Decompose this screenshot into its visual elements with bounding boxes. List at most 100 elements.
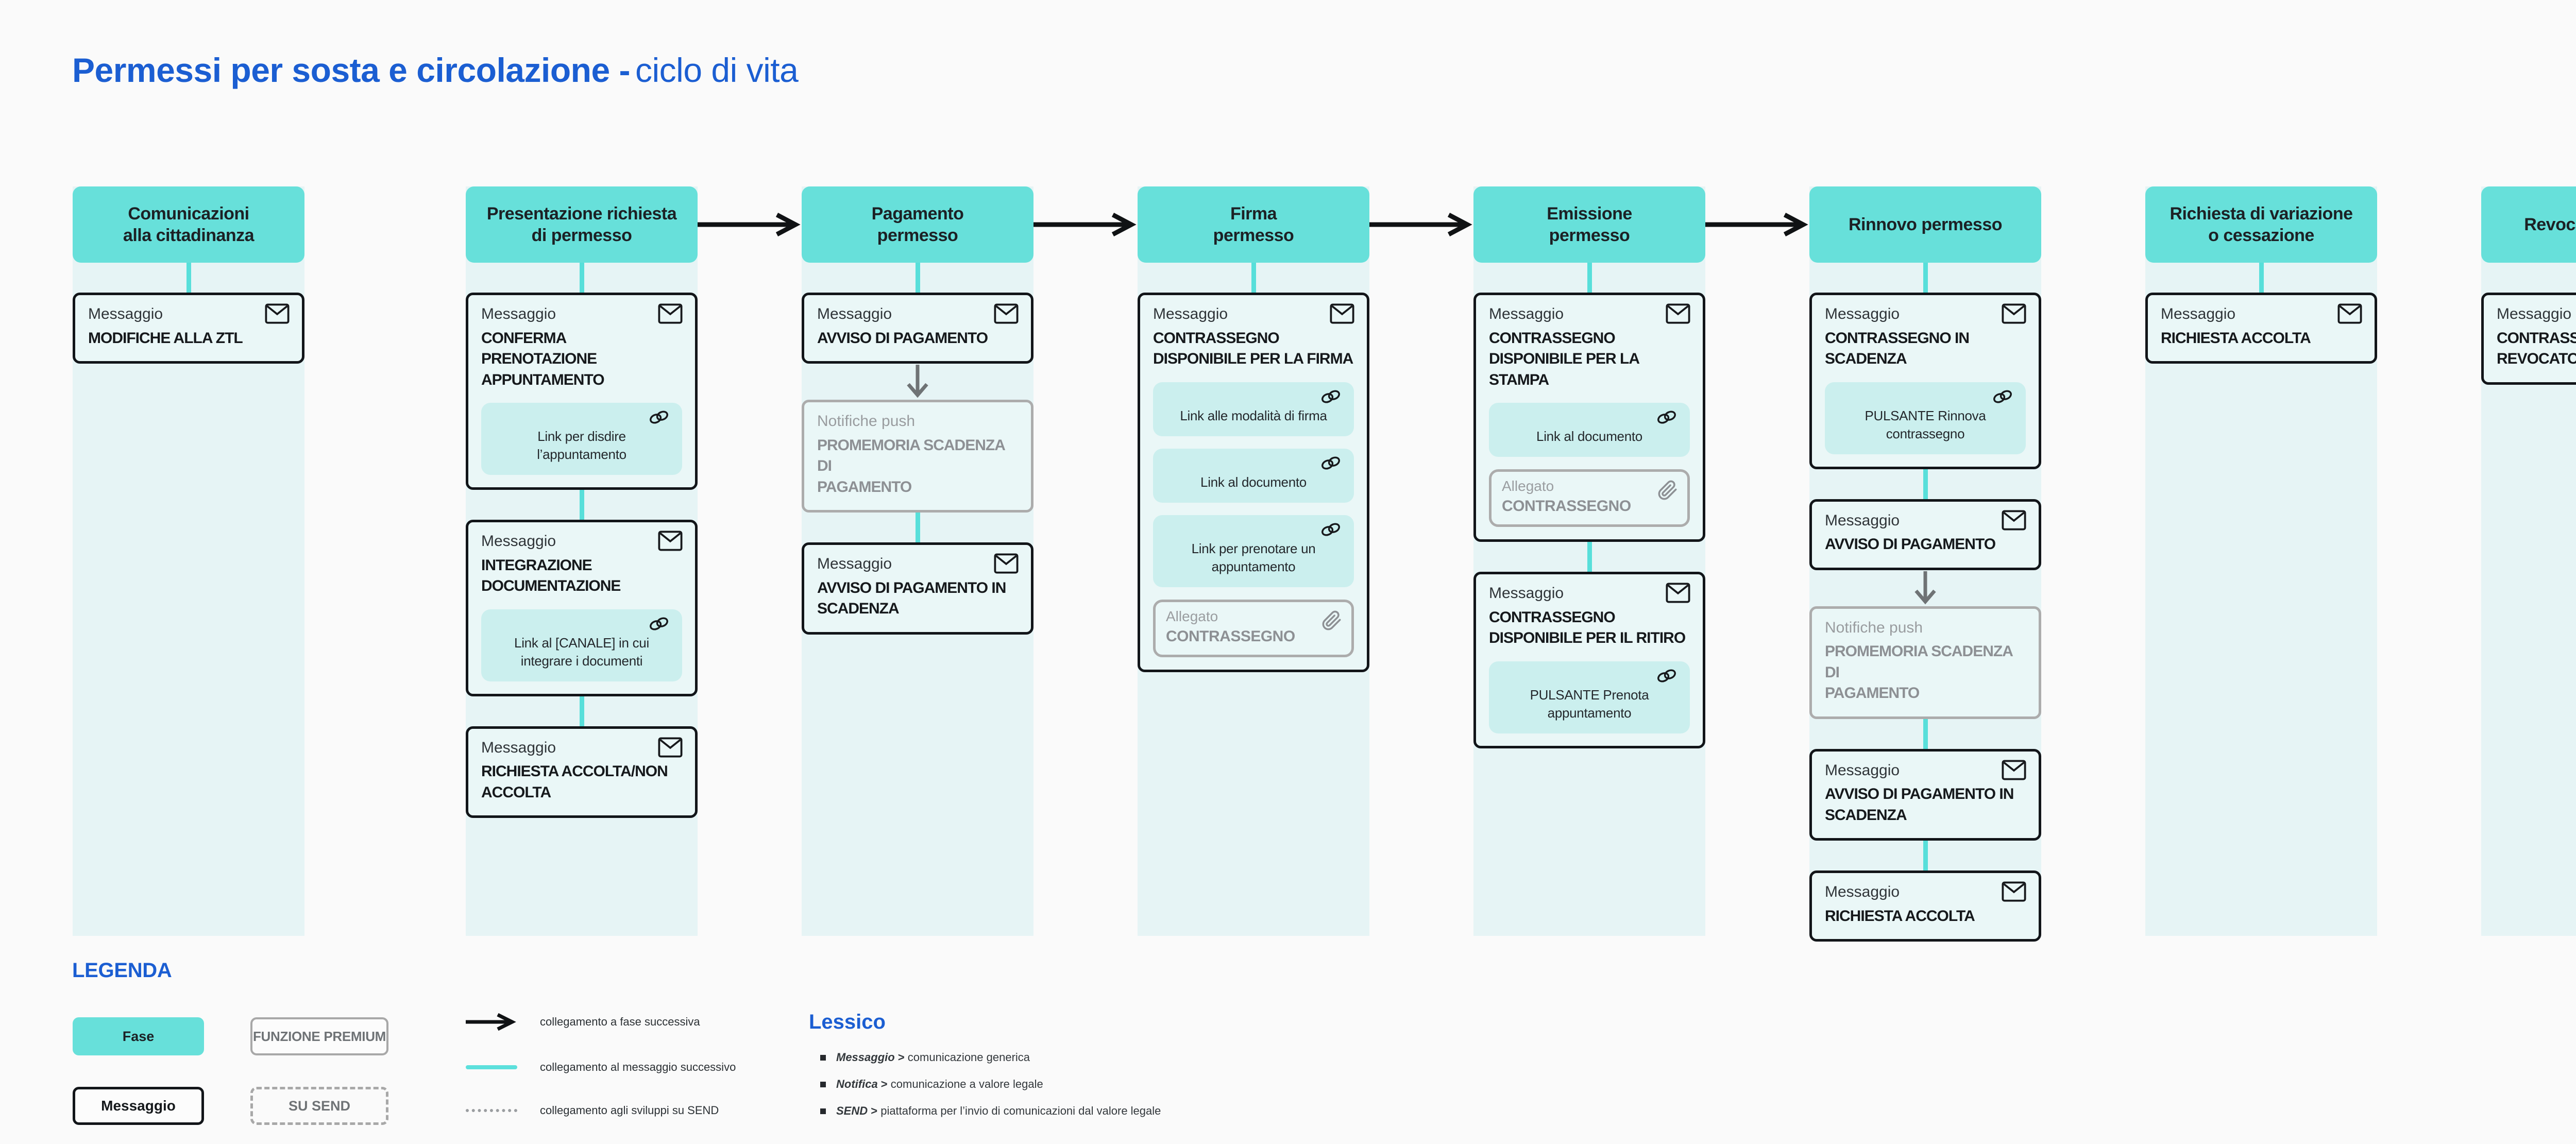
- envelope-icon: [265, 303, 290, 324]
- message-connector-line: [2259, 263, 2264, 293]
- lessico-term: SEND: [836, 1104, 868, 1117]
- message-title: RICHIESTA ACCOLTA/NON ACCOLTA: [481, 763, 668, 801]
- link-icon: [647, 614, 671, 633]
- message-title: AVVISO DI PAGAMENTO IN SCADENZA: [1825, 786, 2014, 824]
- next-phase-arrow-icon: [698, 212, 802, 237]
- lessico-separator: >: [894, 1051, 908, 1064]
- lessico-text: SEND > piattaforma per l’invio di comuni…: [836, 1104, 1161, 1118]
- lessico-title: Lessico: [809, 1011, 886, 1033]
- link-chip: PULSANTE Prenota appuntamento: [1489, 661, 1690, 733]
- legend-black-arrow-icon: [466, 1013, 523, 1031]
- box-type-label: Notifiche push: [1825, 619, 1923, 636]
- message-title: CONTRASSEGNO DISPONIBILE PER LA FIRMA: [1153, 329, 1353, 368]
- message-title: RICHIESTA ACCOLTA: [2161, 329, 2311, 347]
- dotted-line: [466, 1109, 517, 1112]
- lessico-definition: piattaforma per l’invio di comunicazioni…: [880, 1104, 1161, 1117]
- message-connector-line: [579, 696, 584, 726]
- message-title: CONTRASSEGNO DISPONIBILE PER IL RITIRO: [1489, 608, 1686, 647]
- legend-connection-row: collegamento a fase successiva: [466, 1011, 700, 1033]
- box-type-label: Notifiche push: [817, 413, 916, 430]
- link-icon: [1991, 387, 2014, 406]
- phase-header: Pagamento permesso: [802, 186, 1033, 263]
- legend-teal-line-icon: [466, 1065, 523, 1069]
- envelope-icon: [658, 737, 683, 758]
- lessico-term: Notifica: [836, 1078, 878, 1090]
- message-title: AVVISO DI PAGAMENTO: [1825, 536, 1996, 553]
- paperclip-icon: [1321, 608, 1342, 633]
- envelope-icon: [1330, 303, 1354, 324]
- message-title: CONTRASSEGNO IN SCADENZA: [1825, 329, 1970, 368]
- page-title-sub: ciclo di vita: [635, 51, 799, 89]
- message-connector-line: [1923, 263, 1928, 293]
- phase-header: Comunicazioni alla cittadinanza: [73, 186, 304, 263]
- link-chip: Link al documento: [1153, 448, 1354, 503]
- message-title: AVVISO DI PAGAMENTO IN SCADENZA: [817, 579, 1006, 618]
- link-chip: Link al documento: [1489, 403, 1690, 457]
- envelope-icon: [658, 303, 683, 324]
- lessico-term: Messaggio: [836, 1051, 895, 1064]
- envelope-icon: [2002, 881, 2026, 902]
- lessico-text: Messaggio > comunicazione generica: [836, 1051, 1030, 1064]
- send-connector-arrow-icon: [902, 364, 933, 400]
- link-label: PULSANTE Prenota appuntamento: [1530, 687, 1649, 721]
- teal-line: [466, 1065, 517, 1069]
- box-type-label: Messaggio: [817, 305, 892, 322]
- lessico-entry: SEND > piattaforma per l’invio di comuni…: [820, 1104, 1161, 1118]
- link-label: Link per disdire l’appuntamento: [537, 429, 626, 463]
- message-title: MODIFICHE ALLA ZTL: [88, 329, 243, 347]
- bullet-square-icon: [820, 1054, 826, 1061]
- lessico-entry: Notifica > comunicazione a valore legale: [820, 1078, 1043, 1091]
- message-connector-line: [1923, 719, 1928, 749]
- attachment-title: CONTRASSEGNO: [1502, 498, 1631, 515]
- box-type-label: Messaggio: [1825, 305, 1900, 322]
- link-chip: Link per prenotare un appuntamento: [1153, 515, 1354, 587]
- phase-header: Revoca permesso: [2481, 186, 2576, 263]
- lessico-definition: comunicazione a valore legale: [890, 1078, 1043, 1090]
- link-icon: [1319, 520, 1343, 539]
- box-type-label: Messaggio: [1153, 305, 1228, 322]
- message-title: AVVISO DI PAGAMENTO: [817, 329, 988, 347]
- envelope-icon: [1666, 583, 1690, 603]
- link-label: Link al documento: [1536, 429, 1642, 444]
- envelope-icon: [2002, 510, 2026, 531]
- phase-header: Presentazione richiesta di permesso: [466, 186, 698, 263]
- attachment-title: CONTRASSEGNO: [1166, 627, 1295, 645]
- box-type-label: Messaggio: [2161, 305, 2236, 322]
- next-phase-arrow-icon: [1369, 212, 1473, 237]
- attachment-type-label: Allegato: [1502, 478, 1554, 494]
- box-type-label: Messaggio: [1825, 883, 1900, 901]
- link-chip: Link al [CANALE] in cui integrare i docu…: [481, 609, 682, 681]
- attachment-type-label: Allegato: [1166, 608, 1218, 624]
- phase-header: Emissione permesso: [1473, 186, 1705, 263]
- message-connector-line: [1587, 263, 1592, 293]
- box-type-label: Messaggio: [481, 739, 556, 756]
- box-type-label: Messaggio: [1489, 305, 1564, 322]
- envelope-icon: [994, 303, 1019, 324]
- box-type-label: Messaggio: [817, 555, 892, 572]
- box-type-label: Messaggio: [481, 305, 556, 322]
- message-title: RICHIESTA ACCOLTA: [1825, 907, 1975, 925]
- message-connector-line: [1251, 263, 1256, 293]
- send-connector-arrow-icon: [1910, 570, 1941, 606]
- message-connector-line: [915, 263, 920, 293]
- lessico-entry: Messaggio > comunicazione generica: [820, 1051, 1030, 1064]
- page-title-main: Permessi per sosta e circolazione -: [72, 51, 631, 89]
- message-connector-line: [1923, 841, 1928, 871]
- link-icon: [1319, 387, 1343, 406]
